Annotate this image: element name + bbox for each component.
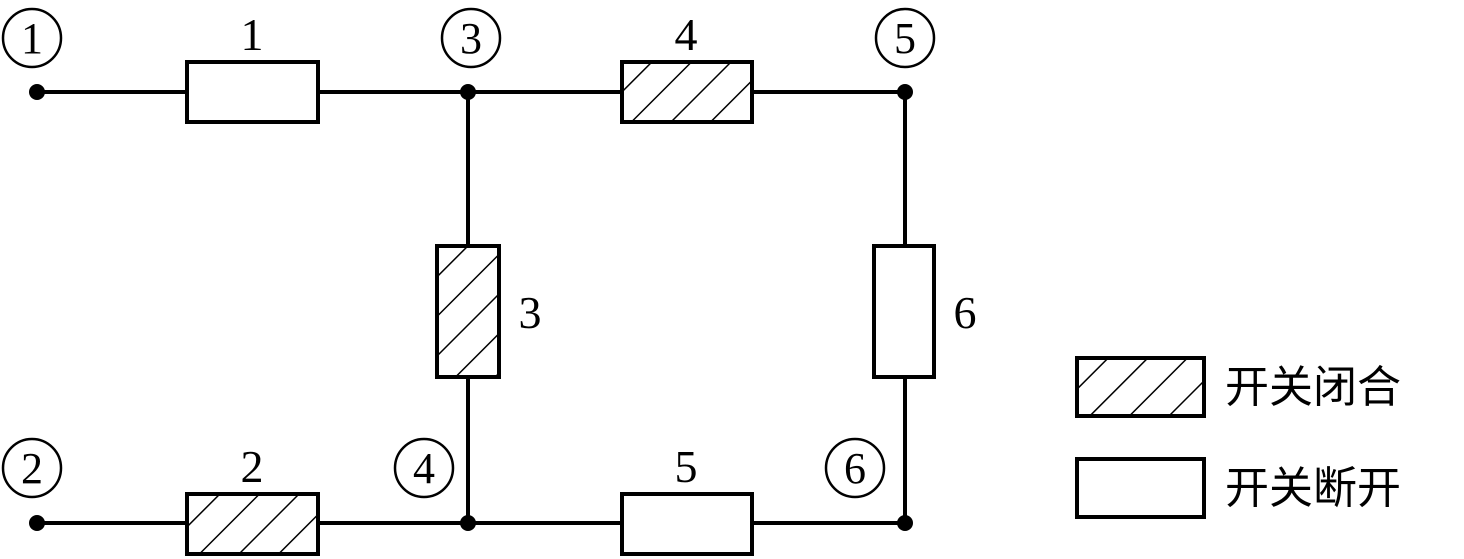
node-6-marker: 6 [824, 437, 886, 499]
node-1-label: 1 [21, 14, 43, 63]
junction-dot-6 [897, 515, 913, 531]
legend: 开关闭合 开关断开 [1075, 356, 1401, 519]
legend-open-label: 开关断开 [1225, 463, 1401, 514]
node-5-marker: 5 [874, 7, 936, 69]
switch-3-label: 3 [519, 287, 542, 338]
node-5-label: 5 [894, 14, 916, 63]
node-4-circle [393, 437, 455, 499]
switch-6-box [872, 244, 936, 379]
node-labels: 1 3 5 2 4 6 [1, 7, 936, 499]
switch-6-label: 6 [954, 287, 977, 338]
junction-dot-4 [460, 515, 476, 531]
legend-closed-swatch [1075, 356, 1206, 418]
switch-1-label: 1 [241, 9, 264, 60]
node-6-label: 6 [844, 444, 866, 493]
legend-open-swatch [1075, 457, 1206, 519]
switch-4-box [620, 60, 754, 124]
switch-labels: 1 4 3 6 2 5 [241, 9, 977, 492]
junctions [29, 84, 913, 531]
switch-2-box [185, 492, 320, 556]
node-3-marker: 3 [440, 7, 502, 69]
node-4-marker: 4 [393, 437, 455, 499]
switches [185, 60, 936, 556]
switch-5-box [620, 492, 754, 556]
junction-dot-1 [29, 84, 45, 100]
node-2-label: 2 [21, 444, 43, 493]
node-3-label: 3 [460, 14, 482, 63]
node-4-label: 4 [413, 444, 435, 493]
node-3-circle [440, 7, 502, 69]
node-5-circle [874, 7, 936, 69]
switch-3-box [435, 244, 501, 379]
node-1-marker: 1 [1, 7, 63, 69]
switch-4-label: 4 [675, 9, 698, 60]
switch-1-box [185, 60, 320, 124]
junction-dot-5 [897, 84, 913, 100]
node-6-circle [824, 437, 886, 499]
switch-5-label: 5 [675, 441, 698, 492]
node-1-circle [1, 7, 63, 69]
switch-2-label: 2 [241, 441, 264, 492]
wires [37, 90, 907, 525]
junction-dot-3 [460, 84, 476, 100]
legend-closed-label: 开关闭合 [1225, 362, 1401, 413]
node-2-circle [1, 437, 63, 499]
node-2-marker: 2 [1, 437, 63, 499]
junction-dot-2 [29, 515, 45, 531]
